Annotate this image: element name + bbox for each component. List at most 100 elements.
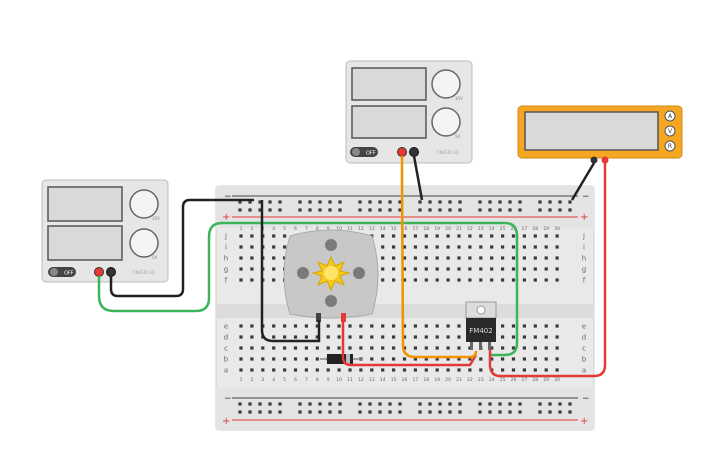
terminal-hole[interactable] <box>359 368 363 372</box>
terminal-hole[interactable] <box>544 278 548 282</box>
terminal-hole[interactable] <box>457 234 461 238</box>
top-rail-hole[interactable] <box>378 200 382 204</box>
terminal-hole[interactable] <box>544 368 548 372</box>
negative-terminal[interactable] <box>409 147 419 157</box>
terminal-hole[interactable] <box>555 335 559 339</box>
mode-v-button[interactable] <box>664 125 676 137</box>
terminal-hole[interactable] <box>283 346 287 350</box>
top-rail-hole[interactable] <box>258 200 262 204</box>
terminal-hole[interactable] <box>522 335 526 339</box>
terminal-hole[interactable] <box>293 368 298 372</box>
terminal-hole[interactable] <box>533 234 537 238</box>
terminal-hole[interactable] <box>490 346 494 350</box>
terminal-hole[interactable] <box>501 357 505 361</box>
top-rail-hole[interactable] <box>318 200 322 204</box>
terminal-hole[interactable] <box>304 335 308 339</box>
bottom-rail-hole[interactable] <box>538 410 542 414</box>
top-rail-hole[interactable] <box>248 200 252 204</box>
transistor[interactable]: FM402 <box>465 301 497 350</box>
current-knob[interactable] <box>431 107 461 137</box>
terminal-hole[interactable] <box>522 256 526 260</box>
terminal-hole[interactable] <box>402 256 407 260</box>
top-rail-hole[interactable] <box>238 200 242 204</box>
terminal-hole[interactable] <box>402 335 407 339</box>
terminal-hole[interactable] <box>457 267 461 271</box>
bottom-rail-hole[interactable] <box>298 402 302 406</box>
terminal-hole[interactable] <box>413 267 417 271</box>
terminal-hole[interactable] <box>446 335 450 339</box>
terminal-hole[interactable] <box>501 335 505 339</box>
terminal-hole[interactable] <box>250 335 254 339</box>
bottom-rail-hole[interactable] <box>268 410 272 414</box>
bottom-rail-hole[interactable] <box>258 402 262 406</box>
bottom-rail-hole[interactable] <box>558 402 562 406</box>
terminal-hole[interactable] <box>468 346 472 350</box>
terminal-hole[interactable] <box>533 357 537 361</box>
terminal-hole[interactable] <box>544 324 548 328</box>
power-supply-left[interactable]: 30V 5A OFF TINKERCAD <box>41 179 169 283</box>
terminal-hole[interactable] <box>272 335 276 339</box>
terminal-hole[interactable] <box>468 278 472 282</box>
bottom-rail-hole[interactable] <box>478 402 482 406</box>
top-rail-hole[interactable] <box>308 208 312 212</box>
top-rail-hole[interactable] <box>498 200 502 204</box>
terminal-hole[interactable] <box>501 234 505 238</box>
terminal-hole[interactable] <box>272 346 276 350</box>
top-rail-hole[interactable] <box>268 208 272 212</box>
top-rail-hole[interactable] <box>418 200 422 204</box>
bottom-rail-hole[interactable] <box>448 402 452 406</box>
bottom-rail-hole[interactable] <box>258 410 262 414</box>
top-rail-hole[interactable] <box>438 208 442 212</box>
bottom-rail-hole[interactable] <box>358 402 362 406</box>
terminal-hole[interactable] <box>250 234 254 238</box>
top-rail-hole[interactable] <box>448 208 452 212</box>
bottom-rail-hole[interactable] <box>418 410 422 414</box>
terminal-hole[interactable] <box>555 234 559 238</box>
top-rail-hole[interactable] <box>358 200 362 204</box>
top-rail-hole[interactable] <box>308 200 312 204</box>
terminal-hole[interactable] <box>424 278 428 282</box>
terminal-hole[interactable] <box>272 267 276 271</box>
terminal-hole[interactable] <box>326 324 330 328</box>
bottom-rail-hole[interactable] <box>428 402 432 406</box>
power-supply-top[interactable]: 30V 5A OFF TINKERCAD <box>345 60 473 164</box>
diode[interactable] <box>320 354 362 364</box>
terminal-hole[interactable] <box>381 335 385 339</box>
bottom-rail-hole[interactable] <box>248 402 252 406</box>
terminal-hole[interactable] <box>239 256 243 260</box>
terminal-hole[interactable] <box>283 357 287 361</box>
terminal-hole[interactable] <box>413 346 417 350</box>
negative-terminal[interactable] <box>106 267 116 277</box>
wire-green-supply-positive[interactable] <box>97 221 519 357</box>
terminal-hole[interactable] <box>381 245 385 249</box>
bottom-rail-hole[interactable] <box>278 402 282 406</box>
terminal-hole[interactable] <box>522 368 526 372</box>
mode-r-button[interactable] <box>664 140 676 152</box>
terminal-hole[interactable] <box>424 324 428 328</box>
terminal-hole[interactable] <box>272 324 276 328</box>
terminal-hole[interactable] <box>381 278 385 282</box>
top-rail-hole[interactable] <box>428 200 432 204</box>
voltage-knob[interactable] <box>431 69 461 99</box>
wires[interactable] <box>97 155 607 378</box>
terminal-hole[interactable] <box>457 368 461 372</box>
terminal-hole[interactable] <box>511 357 516 361</box>
bottom-rail-hole[interactable] <box>458 402 462 406</box>
terminal-hole[interactable] <box>348 368 352 372</box>
terminal-hole[interactable] <box>533 324 537 328</box>
motor-positive-lead[interactable] <box>341 313 346 322</box>
bottom-rail-hole[interactable] <box>358 410 362 414</box>
terminal-hole[interactable] <box>511 278 516 282</box>
top-rail-hole[interactable] <box>318 208 322 212</box>
terminal-hole[interactable] <box>446 245 450 249</box>
terminal-hole[interactable] <box>261 368 265 372</box>
bottom-rail-hole[interactable] <box>488 410 492 414</box>
terminal-hole[interactable] <box>490 245 494 249</box>
top-rail-hole[interactable] <box>328 208 332 212</box>
bottom-rail-hole[interactable] <box>378 410 382 414</box>
terminal-hole[interactable] <box>490 267 494 271</box>
terminal-hole[interactable] <box>511 245 516 249</box>
breadboard-holes[interactable] <box>238 200 572 414</box>
top-rail-hole[interactable] <box>268 200 272 204</box>
